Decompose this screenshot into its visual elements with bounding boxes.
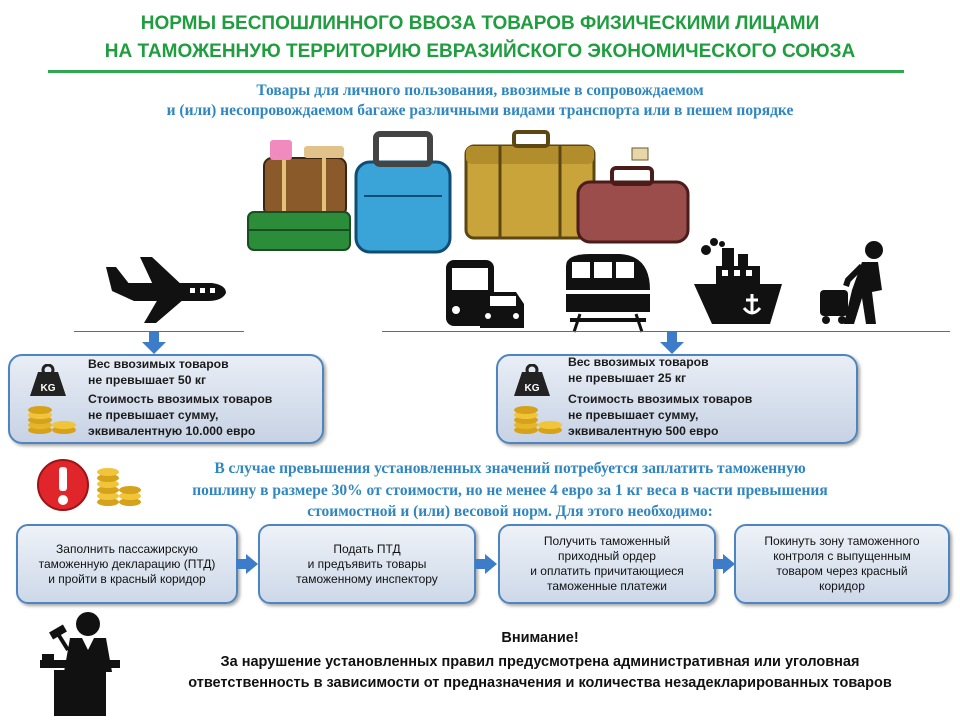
- ground-value-line3: эквивалентную 500 евро: [568, 424, 719, 438]
- bus-car-icon: [446, 260, 524, 328]
- subtitle-line2: и (или) несопровождаемом багаже различны…: [166, 102, 794, 119]
- step-3-line3: и оплатить причитающиеся: [530, 564, 684, 578]
- exclamation-icon: [37, 459, 89, 511]
- page-title-line2: НА ТАМОЖЕННУЮ ТЕРРИТОРИЮ ЕВРАЗИЙСКОГО ЭК…: [104, 41, 856, 62]
- page-title-line1: НОРМЫ БЕСПОШЛИННОГО ВВОЗА ТОВАРОВ ФИЗИЧЕ…: [140, 13, 820, 34]
- air-value-line3: эквивалентную 10.000 евро: [88, 424, 256, 438]
- step-1-box: Заполнить пассажирскую таможенную деклар…: [16, 524, 238, 604]
- air-weight-line1: Вес ввозимых товаров: [88, 357, 229, 371]
- title-divider: [48, 70, 904, 73]
- luggage-icon: [247, 130, 690, 254]
- step-1-line3: и пройти в красный коридор: [48, 571, 206, 586]
- step-1-line2: таможенную декларацию (ПТД): [38, 556, 216, 571]
- coins-icon: [514, 406, 562, 434]
- air-divider-line: [74, 331, 244, 332]
- ship-icon: [694, 238, 782, 324]
- step-3-box: Получить таможенный приходный ордер и оп…: [498, 524, 716, 604]
- warning-line2: пошлину в размере 30% от стоимости, но н…: [192, 482, 828, 499]
- step-3-line4: таможенные платежи: [547, 579, 667, 593]
- step-2-line3: таможенному инспектору: [296, 571, 438, 586]
- air-value-line1: Стоимость ввозимых товаров: [88, 392, 273, 406]
- ground-value-line2: не превышает сумму,: [568, 408, 699, 422]
- step-2-box: Подать ПТД и предъявить товары таможенно…: [258, 524, 476, 604]
- air-down-arrow: [142, 332, 166, 354]
- attention-line1: За нарушение установленных правил предус…: [220, 654, 860, 670]
- ground-weight-line1: Вес ввозимых товаров: [568, 355, 709, 369]
- attention-line2: ответственность в зависимости от предназ…: [188, 675, 892, 691]
- step-arrow-3: [713, 554, 735, 574]
- kg-label: KG: [41, 383, 56, 394]
- coins-icon: [28, 406, 76, 434]
- step-4-line2: контроля с выпущенным: [773, 549, 911, 563]
- step-3-line1: Получить таможенный: [543, 534, 671, 548]
- step-4-line3: товаром через красный: [776, 564, 908, 578]
- ground-divider-line: [382, 331, 950, 332]
- coins-icon: [97, 468, 141, 506]
- kg-weight-icon: KG: [30, 364, 66, 396]
- warning-line1: В случае превышения установленных значен…: [214, 460, 806, 477]
- air-norm-box: [8, 354, 324, 444]
- subtitle-line1: Товары для личного пользования, ввозимые…: [256, 82, 704, 99]
- step-4-box: Покинуть зону таможенного контроля с вып…: [734, 524, 950, 604]
- step-arrow-1: [236, 554, 258, 574]
- step-4-line4: коридор: [819, 579, 865, 593]
- air-weight-line2: не превышает 50 кг: [88, 373, 207, 387]
- airplane-icon: [106, 257, 226, 323]
- judge-icon: [40, 612, 120, 716]
- step-1-line1: Заполнить пассажирскую: [56, 541, 198, 556]
- attention-heading: Внимание!: [501, 630, 579, 646]
- kg-label: KG: [525, 383, 540, 394]
- kg-weight-icon: KG: [514, 364, 550, 396]
- step-4-line1: Покинуть зону таможенного: [764, 534, 920, 548]
- ground-down-arrow: [660, 332, 684, 354]
- air-value-line2: не превышает сумму,: [88, 408, 219, 422]
- pedestrian-icon: [820, 241, 883, 324]
- step-2-line2: и предъявить товары: [307, 556, 427, 571]
- step-2-line1: Подать ПТД: [333, 541, 401, 556]
- train-icon: [566, 254, 650, 333]
- ground-weight-line2: не превышает 25 кг: [568, 371, 687, 385]
- warning-line3: стоимостной и (или) весовой норм. Для эт…: [307, 503, 713, 520]
- step-3-line2: приходный ордер: [558, 549, 656, 563]
- ground-value-line1: Стоимость ввозимых товаров: [568, 392, 753, 406]
- step-arrow-2: [475, 554, 497, 574]
